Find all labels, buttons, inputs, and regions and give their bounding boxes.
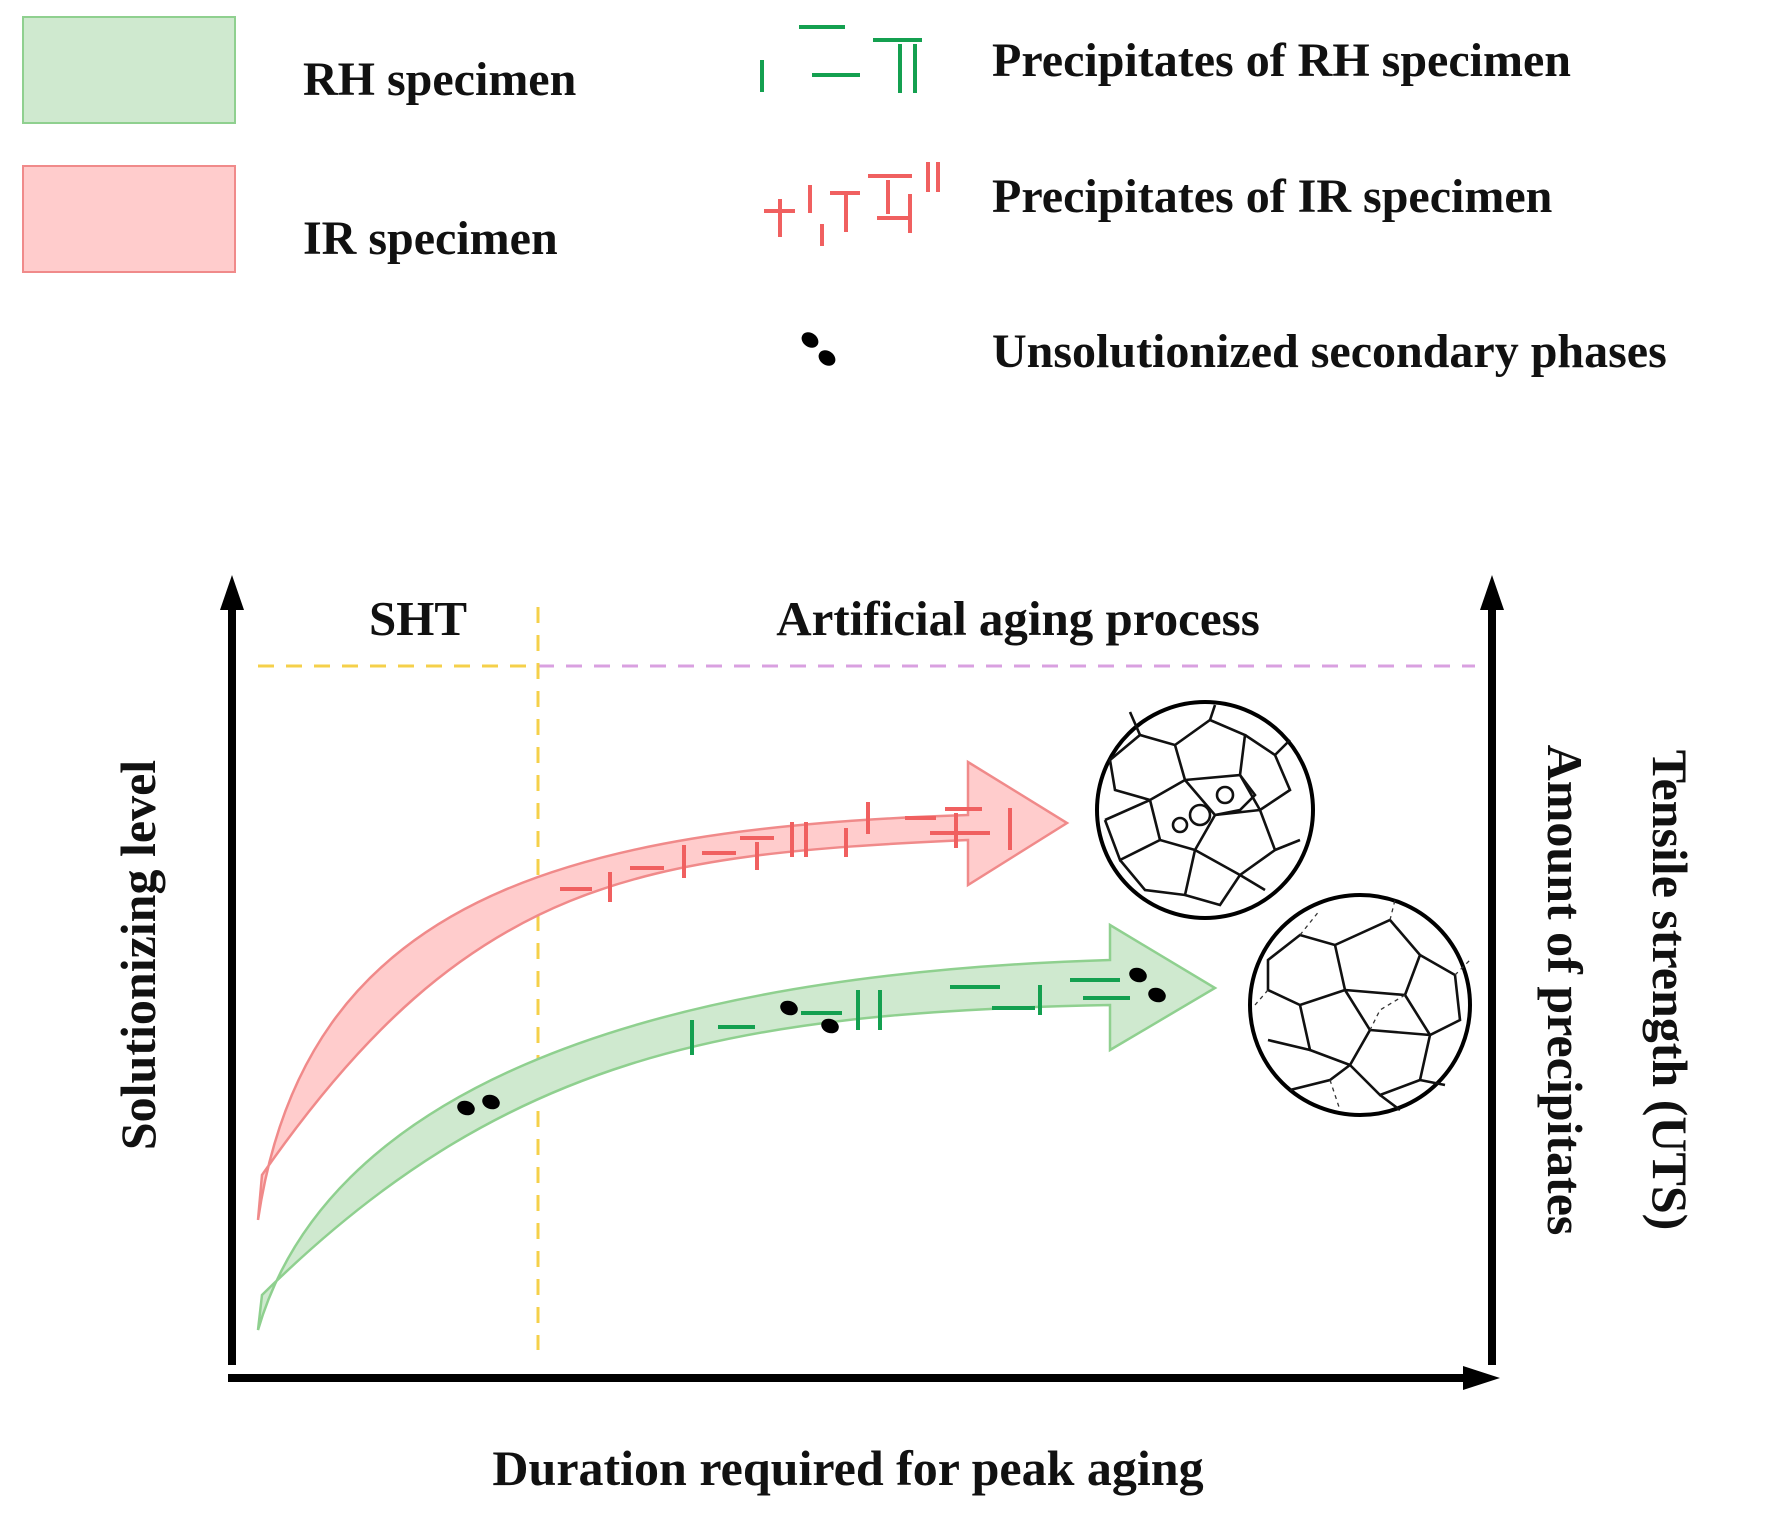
secondary-phase-symbol [801,332,836,366]
legend-ir-swatch [22,165,236,273]
y-axis-right-label-uts: Tensile strength (UTS) [1642,750,1698,1231]
sht-region-label: SHT [369,591,467,646]
rh-precipitate-symbol [760,25,922,93]
ir-specimen-arrow [256,759,1070,1221]
x-axis-label: Duration required for peak aging [492,1440,1203,1496]
aging-region-label: Artificial aging process [776,591,1260,646]
rh-precipitates-on-arrow [690,978,1130,1055]
ir-precipitate-symbol [764,162,940,246]
rh-specimen-arrow [256,922,1218,1331]
legend-secondary-phases-label: Unsolutionized secondary phases [992,325,1667,378]
dividers [258,607,1475,1350]
legend-ir-label: IR specimen [303,212,558,265]
axes [220,575,1504,1390]
secondary-phases-on-arrow [457,967,1166,1116]
legend-ir-precipitates-label: Precipitates of IR specimen [992,170,1552,223]
legend: RH specimen IR specimen Precipitates of … [22,16,1667,378]
y-axis-right-label-precipitates: Amount of precipitates [1537,745,1593,1236]
y-axis-left-label: Solutionizing level [110,760,166,1150]
legend-rh-swatch [22,16,236,124]
y-axis-right-arrowhead [1480,575,1504,610]
ir-precipitates-on-arrow [560,802,1012,902]
y-axis-left-arrowhead [220,575,244,610]
legend-rh-label: RH specimen [303,53,576,106]
ir-microstructure-circle [1095,700,1315,920]
legend-rh-precipitates-label: Precipitates of RH specimen [992,34,1571,87]
rh-microstructure-circle [1248,893,1472,1117]
x-axis-arrowhead [1463,1366,1500,1390]
